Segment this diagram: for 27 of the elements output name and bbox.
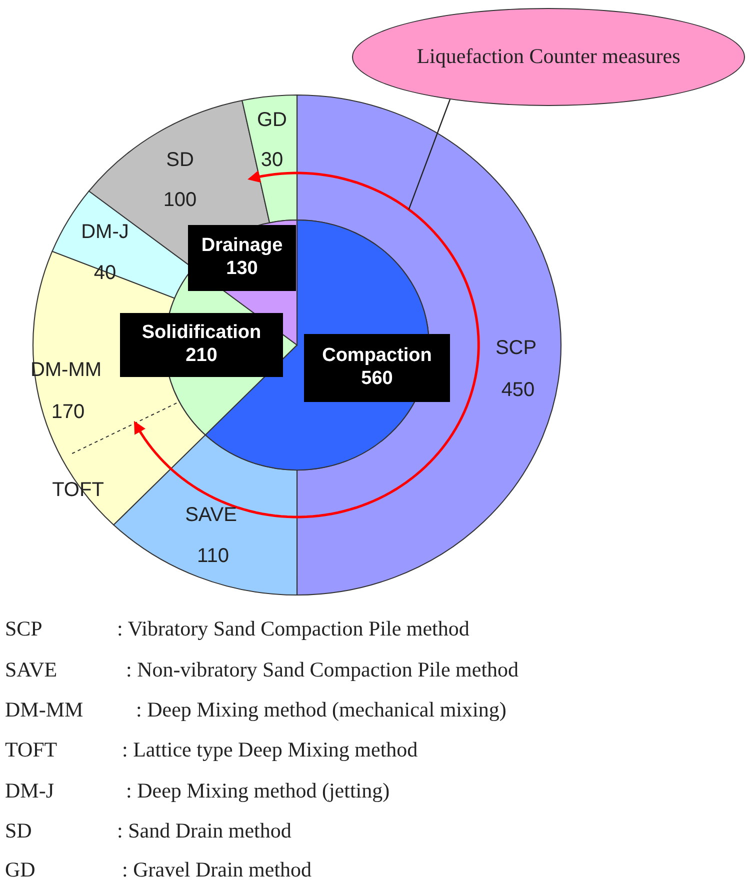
segment-value: 110 bbox=[197, 546, 229, 566]
segment-value: 450 bbox=[501, 380, 535, 400]
abbreviation: DM-J bbox=[5, 780, 54, 802]
definition-text: : Vibratory Sand Compaction Pile method bbox=[117, 618, 470, 640]
definition-text: : Deep Mixing method (jetting) bbox=[126, 780, 390, 802]
segment-label: GD bbox=[257, 110, 287, 130]
definition-text: : Deep Mixing method (mechanical mixing) bbox=[136, 700, 506, 720]
segment-label: SAVE bbox=[185, 505, 237, 525]
abbreviation: TOFT bbox=[5, 740, 58, 760]
abbreviation: SCP bbox=[5, 618, 42, 640]
abbreviation: SD bbox=[5, 820, 32, 842]
abbreviation: DM-MM bbox=[5, 700, 84, 720]
category-label: Solidification 210 bbox=[120, 313, 283, 377]
abbreviation: GD bbox=[5, 860, 36, 880]
definition-text: : Gravel Drain method bbox=[122, 860, 312, 880]
definition-text: : Sand Drain method bbox=[117, 820, 292, 842]
segment-label: DM-J bbox=[81, 222, 129, 242]
segment-value: 100 bbox=[163, 190, 197, 210]
definition-text: : Lattice type Deep Mixing method bbox=[122, 740, 418, 760]
segment-label: SD bbox=[166, 150, 194, 170]
abbreviation: SAVE bbox=[5, 660, 58, 680]
definition-text: : Non-vibratory Sand Compaction Pile method bbox=[126, 660, 519, 680]
leader-line bbox=[408, 99, 451, 210]
segment-value: 30 bbox=[260, 150, 284, 170]
segment-label: SCP bbox=[495, 338, 537, 358]
callout-ellipse: Liquefaction Counter measures bbox=[352, 8, 745, 106]
segment-value: 170 bbox=[51, 402, 85, 422]
